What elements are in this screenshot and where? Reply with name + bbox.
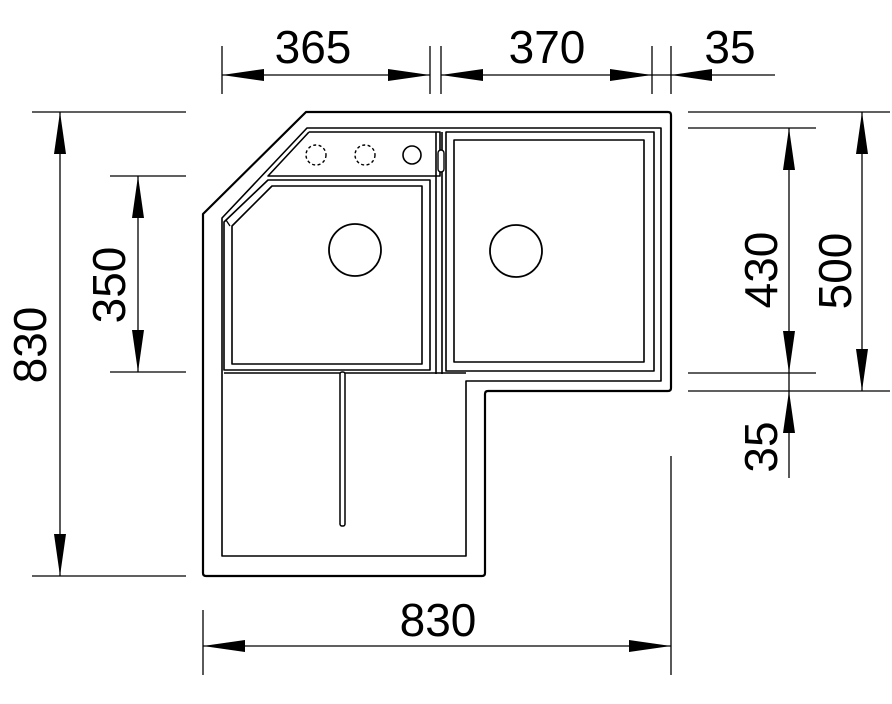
dim-right-lower-gap: 35 xyxy=(735,421,787,472)
sink-body xyxy=(201,110,673,578)
dim-left-total-depth: 830 xyxy=(4,307,56,384)
left-bowl xyxy=(223,179,431,371)
dim-right-bowl-depth: 430 xyxy=(735,232,787,309)
sink-inner-tray xyxy=(221,127,662,557)
dim-bottom-total-width: 830 xyxy=(400,594,477,646)
dim-top-left-width: 365 xyxy=(275,21,352,73)
dim-left-bowl-depth: 350 xyxy=(83,247,135,324)
tap-hole-right-icon xyxy=(402,145,422,165)
tap-hole-left-icon xyxy=(305,144,327,166)
dimension-lines xyxy=(54,69,868,652)
right-bowl xyxy=(445,131,655,372)
dim-top-right-gap: 35 xyxy=(704,21,755,73)
tap-deck xyxy=(267,131,441,177)
dim-right-total-depth: 500 xyxy=(809,233,861,310)
bowl-divider xyxy=(435,132,445,374)
dim-top-mid-width: 370 xyxy=(509,21,586,73)
drainer-channel xyxy=(339,371,346,527)
right-bowl-drain-icon xyxy=(489,224,543,278)
tap-hole-middle-icon xyxy=(354,144,376,166)
left-bowl-drain-icon xyxy=(328,223,382,277)
sink-outer-contour xyxy=(201,110,673,578)
dimension-labels: 365 370 35 830 350 430 500 35 830 xyxy=(4,21,861,646)
